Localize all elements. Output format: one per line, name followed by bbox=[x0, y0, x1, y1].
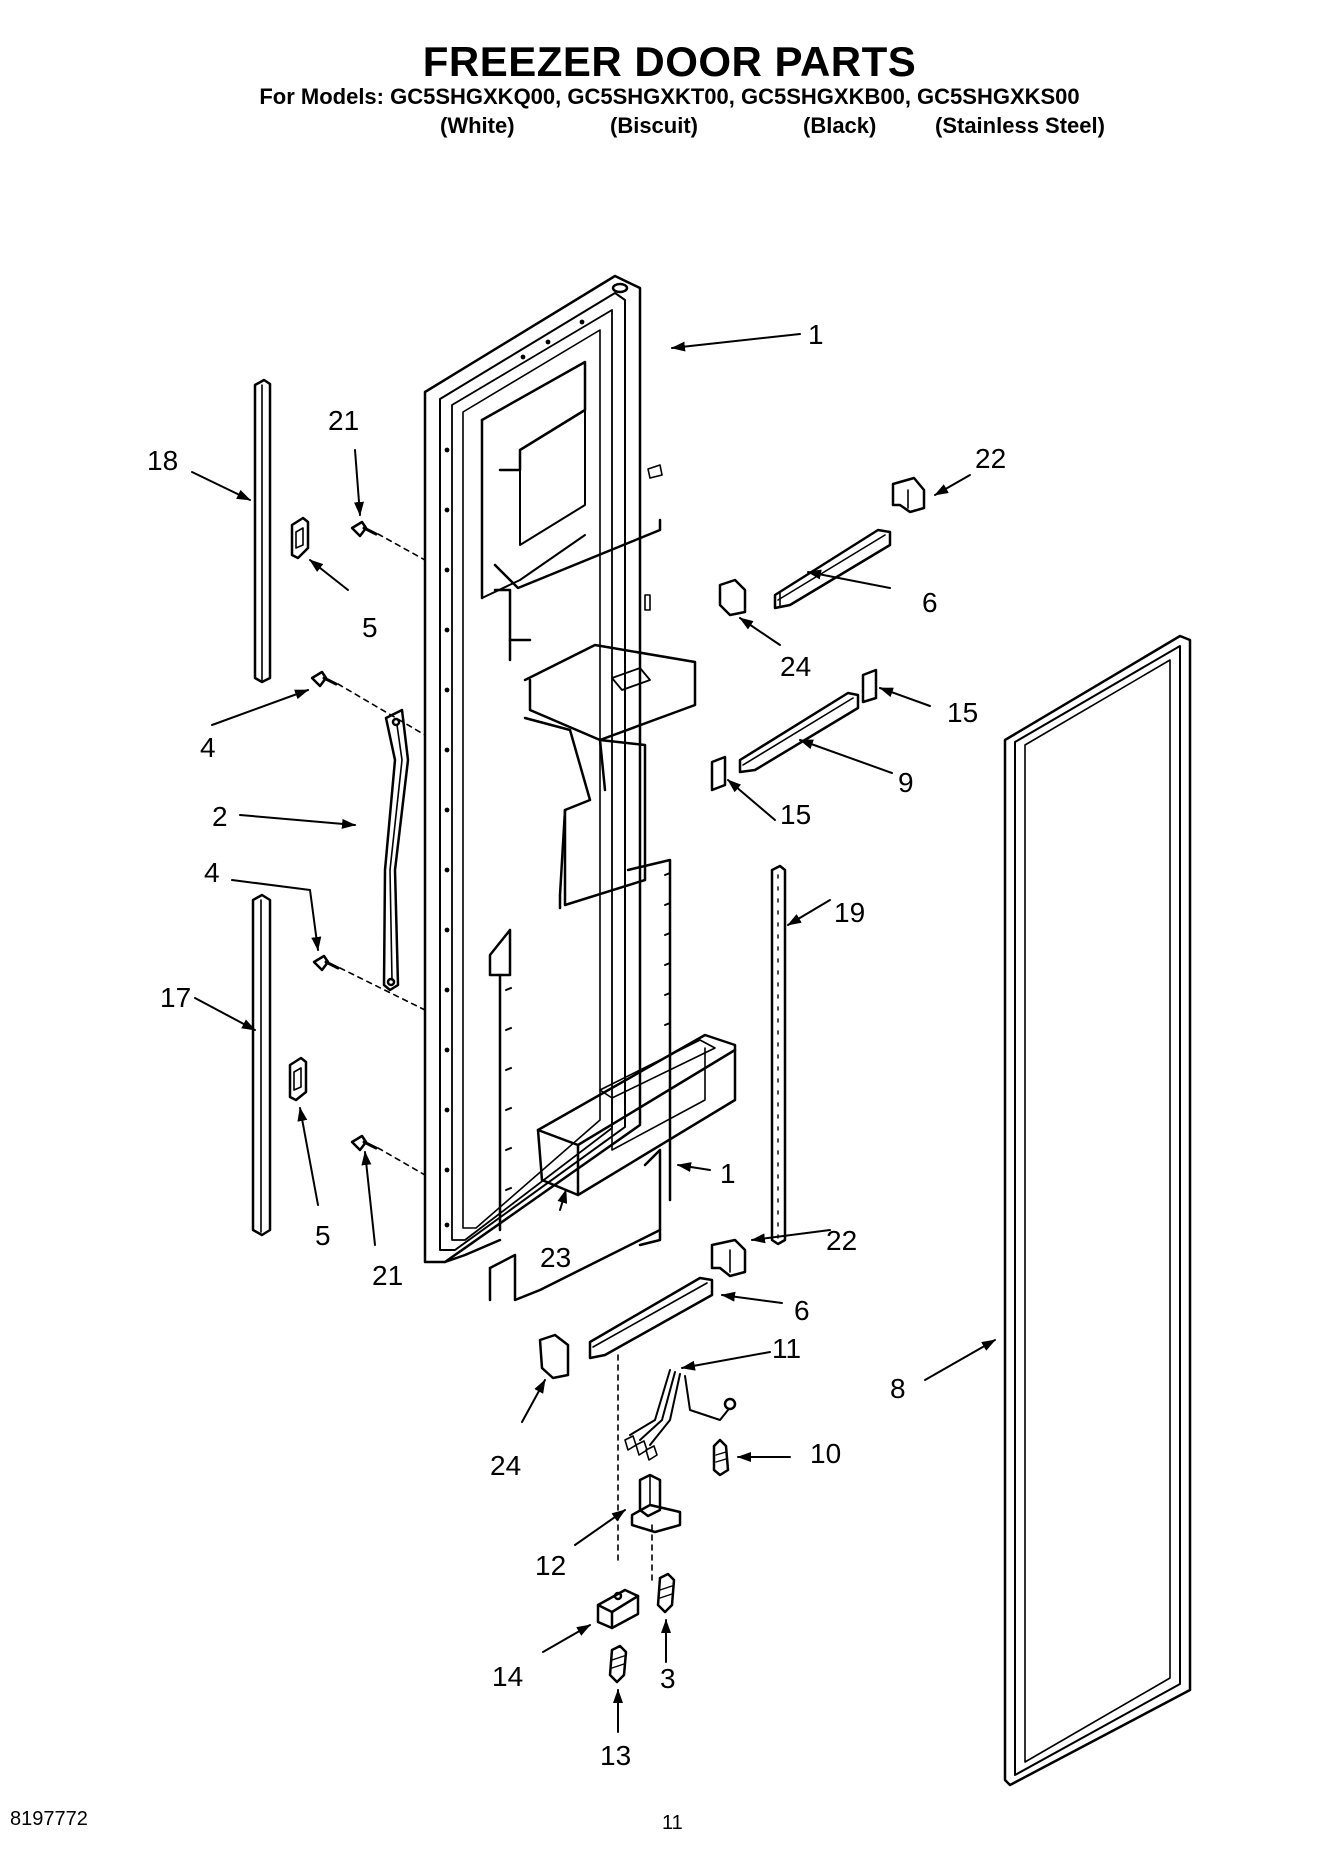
hinge-block-14 bbox=[596, 1588, 640, 1630]
screw-21-lower bbox=[350, 1134, 378, 1152]
handle-2 bbox=[382, 708, 410, 992]
trim-top-18 bbox=[253, 378, 272, 684]
callout-9: 9 bbox=[898, 767, 914, 798]
callout-23: 23 bbox=[540, 1242, 571, 1273]
callout-4-upper: 4 bbox=[200, 732, 216, 763]
screw-21-upper bbox=[350, 520, 378, 538]
cap-24-lower bbox=[538, 1333, 570, 1380]
doc-number: 8197772 bbox=[10, 1808, 88, 1830]
harness-11 bbox=[624, 1369, 737, 1461]
callout-13: 13 bbox=[600, 1740, 631, 1771]
callout-5-upper: 5 bbox=[362, 612, 378, 643]
callout-15-left: 15 bbox=[780, 799, 811, 830]
endcap-15-lower bbox=[710, 755, 727, 792]
page-number: 11 bbox=[662, 1812, 683, 1834]
screw-13 bbox=[608, 1644, 628, 1684]
callout-19: 19 bbox=[834, 897, 865, 928]
bin-23 bbox=[536, 1033, 737, 1197]
cap-24-upper bbox=[718, 578, 747, 617]
cap-22-upper bbox=[891, 476, 926, 514]
callout-22-upper: 22 bbox=[975, 443, 1006, 474]
callout-1-top: 1 bbox=[808, 319, 824, 350]
color-biscuit: (Biscuit) bbox=[610, 113, 698, 138]
callout-4-lower: 4 bbox=[204, 857, 220, 888]
callout-5-lower: 5 bbox=[315, 1220, 331, 1251]
screw-3 bbox=[656, 1572, 676, 1614]
models-line: For Models: GC5SHGXKQ00, GC5SHGXKT00, GC… bbox=[259, 84, 1080, 109]
color-white: (White) bbox=[440, 113, 515, 138]
callout-22-lower: 22 bbox=[826, 1225, 857, 1256]
callout-24-lower: 24 bbox=[490, 1450, 521, 1481]
callout-6-upper: 6 bbox=[922, 587, 938, 618]
cap-22-lower bbox=[710, 1238, 747, 1278]
rail-6-upper bbox=[773, 528, 892, 610]
callout-12: 12 bbox=[535, 1550, 566, 1581]
callout-21-upper: 21 bbox=[328, 405, 359, 436]
callout-6-lower: 6 bbox=[794, 1295, 810, 1326]
callout-15-right: 15 bbox=[947, 697, 978, 728]
color-black: (Black) bbox=[803, 113, 877, 138]
clip-5-lower bbox=[288, 1056, 308, 1102]
callout-24-upper: 24 bbox=[780, 651, 811, 682]
callout-10: 10 bbox=[810, 1438, 841, 1469]
rail-9 bbox=[738, 691, 860, 774]
callout-14: 14 bbox=[492, 1661, 523, 1692]
callout-2: 2 bbox=[212, 801, 228, 832]
callout-21-lower: 21 bbox=[372, 1260, 403, 1291]
color-stainless: (Stainless Steel) bbox=[935, 113, 1105, 138]
rail-6-lower bbox=[588, 1276, 714, 1360]
callout-1-mid: 1 bbox=[720, 1158, 736, 1189]
clip-5-upper bbox=[290, 516, 310, 560]
callout-18: 18 bbox=[147, 445, 178, 476]
callout-11: 11 bbox=[772, 1333, 801, 1364]
trim-bottom-17 bbox=[251, 893, 272, 1237]
callout-3: 3 bbox=[660, 1663, 676, 1694]
callout-8: 8 bbox=[890, 1373, 906, 1404]
screw-4-upper bbox=[310, 670, 338, 688]
rail-19 bbox=[770, 864, 787, 1246]
hinge-12 bbox=[630, 1473, 682, 1534]
page-title: FREEZER DOOR PARTS bbox=[422, 38, 917, 85]
door-panel bbox=[423, 274, 697, 1302]
endcap-15-upper bbox=[861, 668, 878, 704]
callout-17: 17 bbox=[160, 982, 191, 1013]
screw-4-lower bbox=[312, 954, 340, 972]
screw-10 bbox=[712, 1438, 730, 1477]
gasket-8 bbox=[1003, 634, 1192, 1787]
